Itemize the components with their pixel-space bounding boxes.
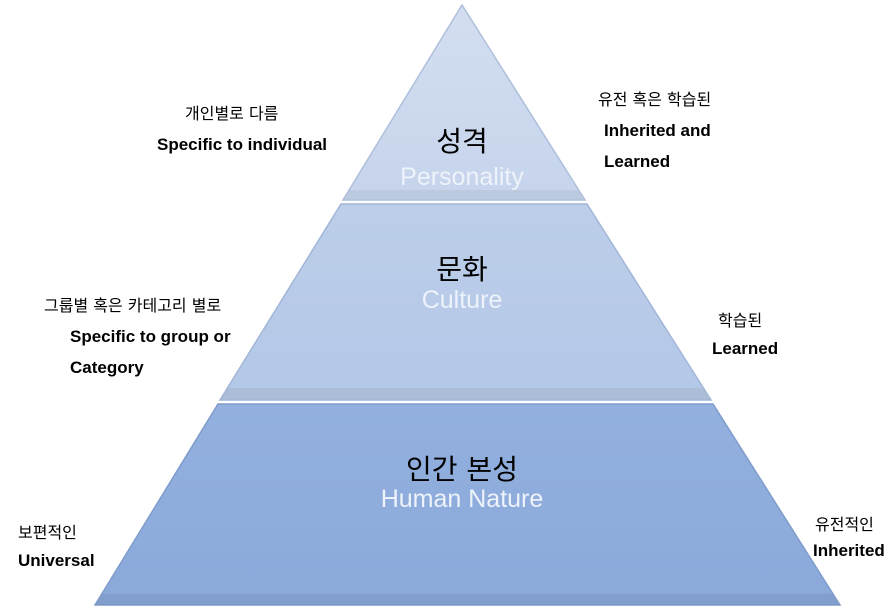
right-label-culture: 학습된 Learned	[712, 307, 778, 363]
label-english: Learned	[712, 339, 779, 358]
label-english: Specific to individual	[157, 135, 328, 154]
label-english: Inherited and	[604, 121, 711, 140]
tier-human-nature-english: Human Nature	[380, 485, 544, 513]
label-english: Category	[70, 358, 144, 377]
right-label-personality: 유전 혹은 학습된 Inherited and Learned	[598, 84, 711, 177]
tier-human-nature-korean: 인간 본성	[406, 453, 518, 486]
right-label-human-nature: 유전적인 Inherited	[813, 512, 885, 564]
tier-personality-english: Personality	[400, 163, 524, 191]
left-label-culture: 그룹별 혹은 카테고리 별로 Specific to group or Cate…	[44, 290, 231, 383]
label-korean: 그룹별 혹은 카테고리 별로	[44, 296, 222, 315]
label-korean: 학습된	[718, 311, 763, 330]
label-english: Inherited	[813, 541, 885, 560]
label-english: Learned	[604, 152, 671, 171]
label-english: Universal	[18, 551, 95, 570]
left-label-personality: 개인별로 다름 Specific to individual	[157, 98, 327, 160]
label-korean: 유전 혹은 학습된	[598, 90, 712, 109]
label-korean: 개인별로 다름	[185, 104, 279, 123]
label-korean: 유전적인	[815, 515, 874, 534]
tier-culture-korean: 문화	[436, 253, 488, 286]
label-english: Specific to group or	[70, 327, 231, 346]
label-korean: 보편적인	[18, 523, 77, 542]
left-label-human-nature: 보편적인 Universal	[18, 519, 95, 575]
tier-personality-korean: 성격	[436, 125, 488, 158]
tier-culture-english: Culture	[421, 286, 503, 314]
